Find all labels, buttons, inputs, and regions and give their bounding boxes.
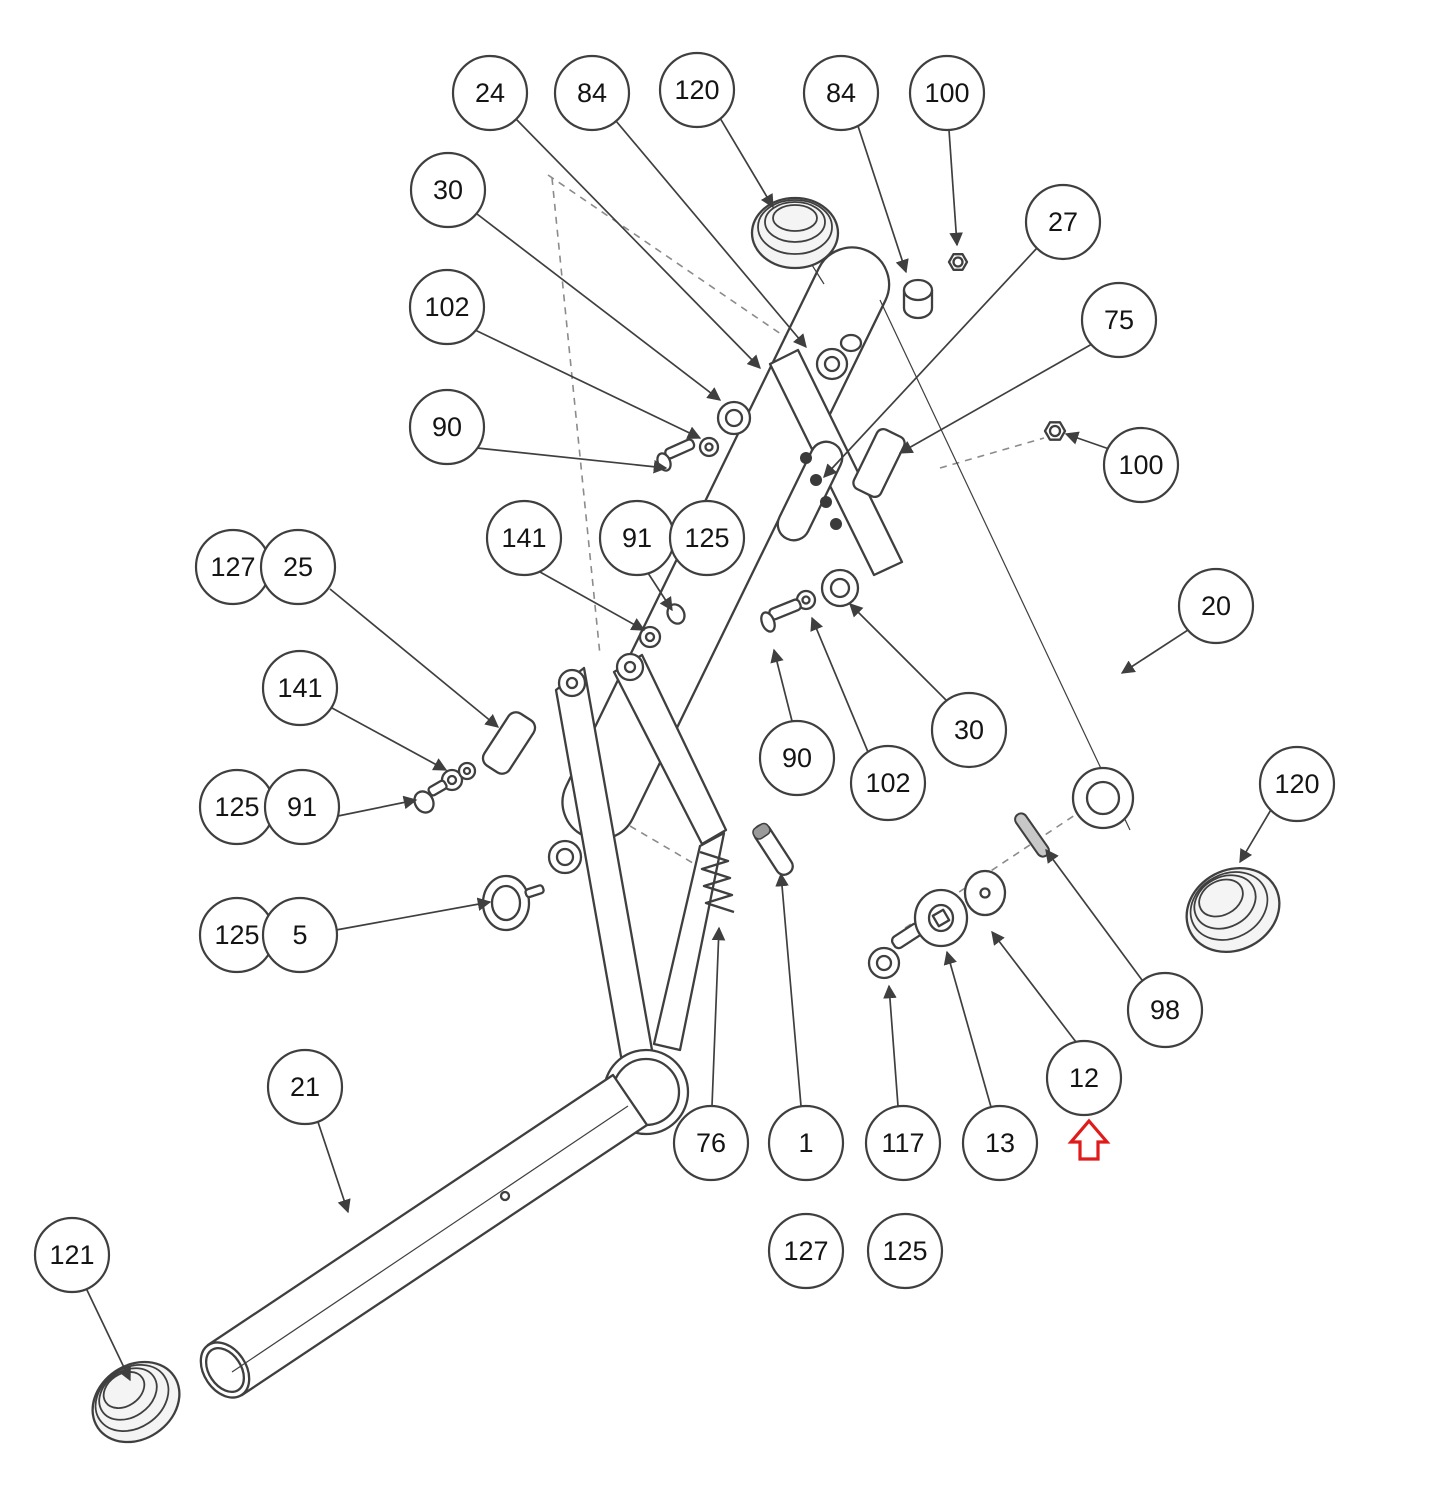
balloon-125-bottom: 125 [866, 1212, 944, 1290]
svg-text:91: 91 [622, 523, 652, 553]
balloon-127-bottom: 127 [767, 1212, 845, 1290]
svg-text:24: 24 [475, 78, 505, 108]
svg-text:102: 102 [865, 768, 910, 798]
part-pin-1 [752, 822, 794, 876]
svg-text:90: 90 [782, 743, 812, 773]
balloon-98: 98 [1126, 971, 1204, 1049]
balloon-84-right: 84 [802, 54, 880, 132]
part-cap-121 [91, 1360, 181, 1444]
svg-text:125: 125 [214, 920, 259, 950]
balloon-141-left: 141 [261, 649, 339, 727]
balloon-30-upper: 30 [409, 151, 487, 229]
svg-text:100: 100 [1118, 450, 1163, 480]
svg-text:125: 125 [684, 523, 729, 553]
balloon-5: 5 [261, 896, 339, 974]
svg-text:20: 20 [1201, 591, 1231, 621]
svg-text:120: 120 [674, 75, 719, 105]
svg-text:102: 102 [424, 292, 469, 322]
svg-text:27: 27 [1048, 207, 1078, 237]
balloon-25: 25 [259, 528, 337, 606]
part-bushing-84 [902, 278, 934, 320]
svg-text:30: 30 [954, 715, 984, 745]
balloon-141-upper: 141 [485, 499, 563, 577]
svg-text:100: 100 [924, 78, 969, 108]
balloon-125-upper: 125 [668, 499, 746, 577]
part-nut-100-right [1043, 421, 1067, 441]
svg-text:5: 5 [292, 920, 307, 950]
part-bolt-117 [867, 922, 924, 980]
balloon-100-right: 100 [1102, 426, 1180, 504]
balloon-75: 75 [1080, 281, 1158, 359]
svg-text:141: 141 [501, 523, 546, 553]
balloon-76: 76 [672, 1104, 750, 1182]
balloon-125-left: 125 [198, 768, 276, 846]
balloon-127-left: 127 [194, 528, 272, 606]
balloon-84-left: 84 [553, 54, 631, 132]
svg-text:91: 91 [287, 792, 317, 822]
balloon-1: 1 [767, 1104, 845, 1182]
svg-text:141: 141 [277, 673, 322, 703]
balloon-12: 12 [1045, 1039, 1123, 1117]
part-knob-right [1185, 866, 1281, 954]
svg-text:30: 30 [433, 175, 463, 205]
part-bearing-mid [760, 568, 860, 633]
svg-text:12: 12 [1069, 1063, 1099, 1093]
svg-text:75: 75 [1104, 305, 1134, 335]
svg-text:1: 1 [798, 1128, 813, 1158]
part-washer-12 [963, 869, 1007, 917]
svg-text:13: 13 [985, 1128, 1015, 1158]
balloon-102-upper: 102 [408, 268, 486, 346]
balloon-102-mid: 102 [849, 744, 927, 822]
balloon-24: 24 [451, 54, 529, 132]
balloon-90-upper: 90 [408, 388, 486, 466]
leader-lines [85, 117, 1273, 1382]
part-pivot-tube [413, 603, 686, 814]
svg-text:121: 121 [49, 1240, 94, 1270]
svg-text:125: 125 [214, 792, 259, 822]
red-up-arrow-indicator [1067, 1118, 1111, 1161]
svg-text:98: 98 [1150, 995, 1180, 1025]
svg-text:21: 21 [290, 1072, 320, 1102]
svg-text:125: 125 [882, 1236, 927, 1266]
svg-text:90: 90 [432, 412, 462, 442]
svg-text:84: 84 [577, 78, 607, 108]
part-spring [699, 850, 735, 914]
part-knob-top [750, 196, 840, 285]
balloon-30-mid: 30 [930, 691, 1008, 769]
svg-text:76: 76 [696, 1128, 726, 1158]
svg-text:127: 127 [783, 1236, 828, 1266]
part-cap-5 [481, 874, 545, 932]
balloon-120-right: 120 [1258, 745, 1336, 823]
part-nut-100-top [947, 253, 969, 271]
balloon-91-left: 91 [263, 768, 341, 846]
balloon-125-lower-left: 125 [198, 896, 276, 974]
part-disc-13 [913, 888, 969, 948]
balloon-20: 20 [1177, 567, 1255, 645]
balloon-91-upper: 91 [598, 499, 676, 577]
balloon-100-top: 100 [908, 54, 986, 132]
balloon-13: 13 [961, 1104, 1039, 1182]
svg-text:120: 120 [1274, 769, 1319, 799]
balloon-21: 21 [266, 1048, 344, 1126]
svg-text:84: 84 [826, 78, 856, 108]
balloon-27: 27 [1024, 183, 1102, 261]
balloon-90-mid: 90 [758, 719, 836, 797]
svg-text:25: 25 [283, 552, 313, 582]
svg-text:127: 127 [210, 552, 255, 582]
part-main-tube [199, 1073, 649, 1399]
balloon-121: 121 [33, 1216, 111, 1294]
balloons: 24 84 120 84 100 30 27 102 [33, 51, 1336, 1294]
balloon-117: 117 [864, 1104, 942, 1182]
balloon-120-top: 120 [658, 51, 736, 129]
svg-text:117: 117 [881, 1128, 924, 1158]
